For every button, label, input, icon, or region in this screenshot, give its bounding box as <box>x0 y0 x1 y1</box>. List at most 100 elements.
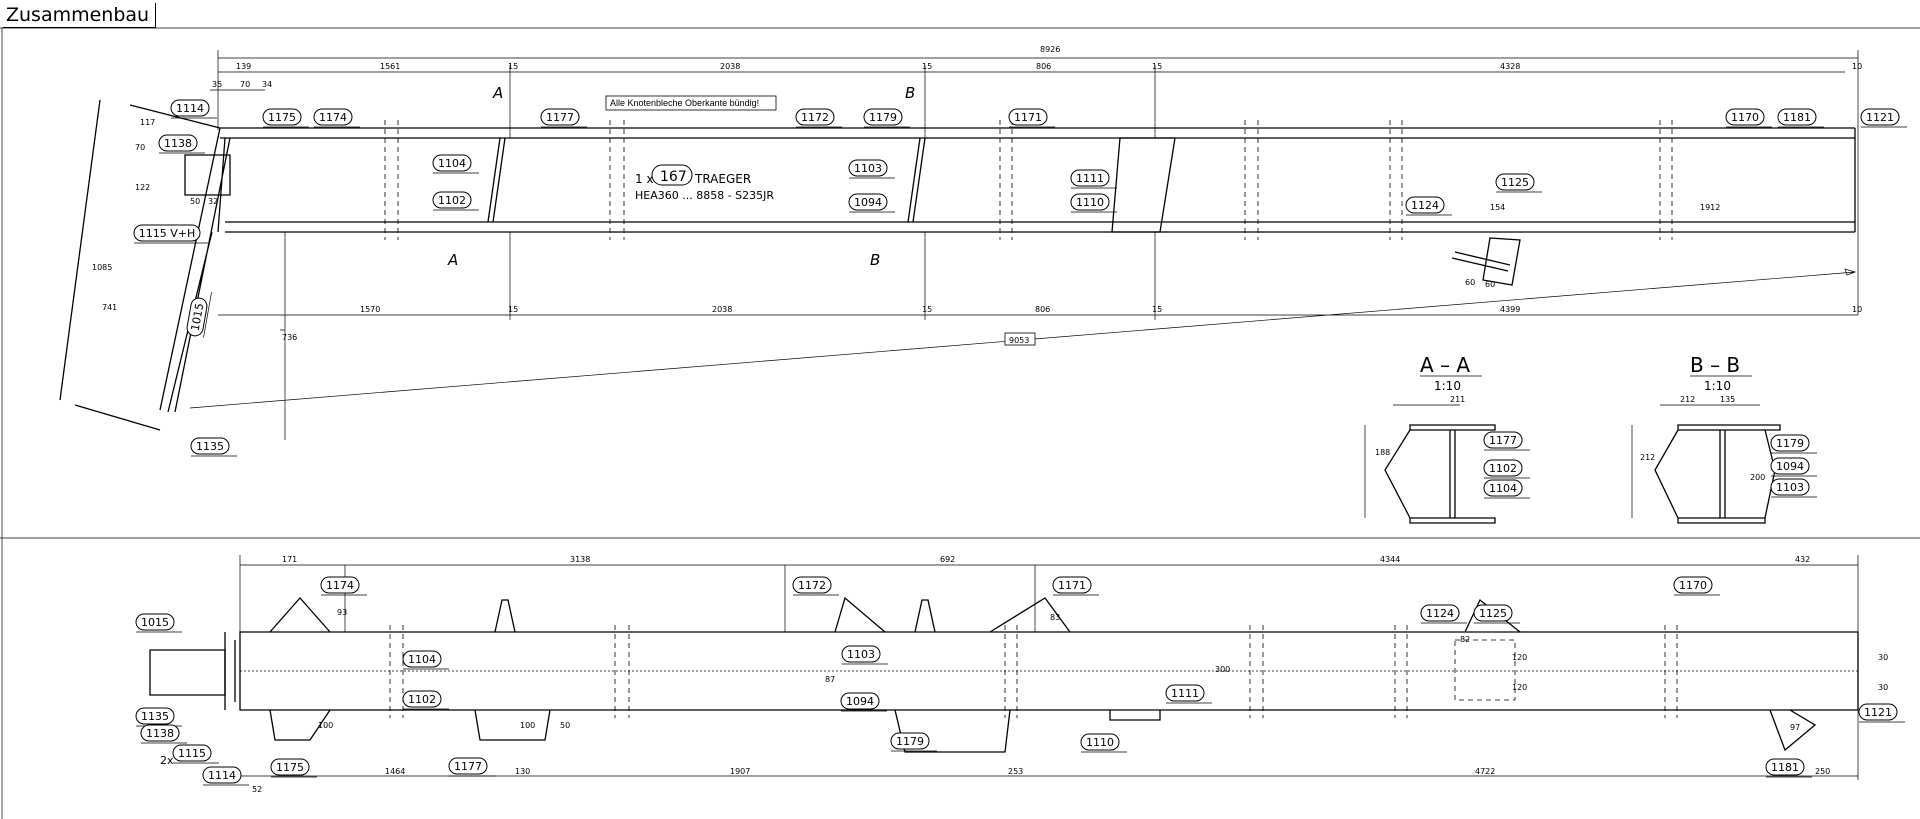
part-callout[interactable]: 1110 <box>1080 733 1127 753</box>
section-mark: A <box>492 84 503 102</box>
part-callout[interactable]: 1172 <box>792 576 839 596</box>
dimension-label: 93 <box>337 608 347 617</box>
part-number: 1181 <box>1783 111 1811 124</box>
part-callout[interactable]: 1094 <box>1770 457 1817 477</box>
part-callout[interactable]: 1181 <box>1765 758 1812 778</box>
dimension-label: 8926 <box>1040 45 1060 54</box>
dimension-label: 1912 <box>1700 203 1720 212</box>
part-callout[interactable]: 1179 <box>1770 434 1817 454</box>
part-number: 1104 <box>438 157 466 170</box>
part-callout[interactable]: 1138 <box>158 134 205 154</box>
part-callout[interactable]: 1114 <box>170 99 217 119</box>
part-callout[interactable]: 1114 <box>202 766 249 786</box>
dimension-label: 9053 <box>1009 336 1029 345</box>
part-callout[interactable]: 1124 <box>1405 196 1452 216</box>
part-callout[interactable]: 1103 <box>841 645 888 665</box>
dimension-label: 300 <box>1215 665 1230 674</box>
part-callout[interactable]: 1115 <box>172 744 219 764</box>
part-number: 1124 <box>1411 199 1439 212</box>
part-callout[interactable]: 1094 <box>848 193 895 213</box>
part-callout[interactable]: 1015 <box>135 613 182 633</box>
part-callout[interactable]: 1125 <box>1473 604 1520 624</box>
part-callout[interactable]: 1110 <box>1070 193 1117 213</box>
dimension-box <box>1004 332 1036 346</box>
part-number: 1170 <box>1679 579 1707 592</box>
dimension-label: 154 <box>1490 203 1505 212</box>
part-number: 1177 <box>546 111 574 124</box>
part-callout[interactable]: 1177 <box>540 108 587 128</box>
part-callout[interactable]: 1171 <box>1008 108 1055 128</box>
part-callout[interactable]: 1179 <box>863 108 910 128</box>
dimension-label: 30 <box>1878 653 1888 662</box>
dimension-label: 2038 <box>712 305 732 314</box>
section-a-title: A – A <box>1420 353 1470 377</box>
part-number: 1102 <box>438 194 466 207</box>
part-callout[interactable]: 1102 <box>1483 459 1530 479</box>
part-callout[interactable]: 1104 <box>432 154 479 174</box>
part-callout[interactable]: 1177 <box>1483 431 1530 451</box>
part-callout[interactable]: 1111 <box>1070 169 1117 189</box>
part-callout[interactable]: 1102 <box>402 690 449 710</box>
part-callout[interactable]: 1094 <box>840 692 887 712</box>
section-b-b <box>1631 404 1781 524</box>
dimension-label: 15 <box>1152 305 1162 314</box>
part-number: 1138 <box>164 137 192 150</box>
break-line <box>999 120 1013 240</box>
qty-prefix: 2x <box>160 754 174 767</box>
dimension-label: 736 <box>282 333 297 342</box>
part-callout[interactable]: 1175 <box>262 108 309 128</box>
part-callout[interactable]: 1104 <box>1483 479 1530 499</box>
part-number: 1170 <box>1731 111 1759 124</box>
dimension-label: 100 <box>520 721 535 730</box>
section-mark: A <box>447 251 458 269</box>
dimension-label: 120 <box>1512 683 1527 692</box>
part-callout[interactable]: 1124 <box>1420 604 1467 624</box>
dimension-label: 692 <box>940 555 955 564</box>
part-callout[interactable]: 1125 <box>1495 173 1542 193</box>
section-b-title: B – B <box>1690 353 1740 377</box>
dimension-label: 87 <box>825 675 835 684</box>
section-mark: B <box>905 84 915 102</box>
part-callout[interactable]: 1111 <box>1165 684 1212 704</box>
part-callout[interactable]: 1170 <box>1673 576 1720 596</box>
part-callout[interactable]: 1170 <box>1725 108 1772 128</box>
top-view-beam <box>59 99 1856 431</box>
part-callout[interactable]: 1104 <box>402 650 449 670</box>
part-callout[interactable]: 1135 <box>190 437 237 457</box>
break-line <box>609 120 625 240</box>
part-callout[interactable]: 1177 <box>448 757 495 777</box>
part-callout[interactable]: 1103 <box>848 159 895 179</box>
part-callout[interactable]: 1181 <box>1777 108 1824 128</box>
part-callout[interactable]: 1135 <box>135 707 182 727</box>
part-callout[interactable]: 1121 <box>1858 703 1905 723</box>
part-callout[interactable]: 1121 <box>1860 108 1907 128</box>
dimension-label: 171 <box>282 555 297 564</box>
part-callout[interactable]: 1179 <box>890 732 937 752</box>
dimension-label: 1570 <box>360 305 380 314</box>
part-number: 1094 <box>854 196 882 209</box>
part-number: 1175 <box>268 111 296 124</box>
part-callout[interactable]: 1172 <box>795 108 842 128</box>
part-number: 1115 <box>178 747 206 760</box>
part-callout[interactable]: 1115 V+H <box>133 224 208 244</box>
part-callout[interactable]: 1174 <box>313 108 360 128</box>
dimension-label: 188 <box>1375 448 1390 457</box>
dimension-label: 15 <box>922 305 932 314</box>
dimension-label: 60 <box>1465 278 1475 287</box>
part-number: 1103 <box>854 162 882 175</box>
part-number: 1121 <box>1864 706 1892 719</box>
part-callout[interactable]: 1102 <box>432 191 479 211</box>
part-number: 1177 <box>1489 434 1517 447</box>
part-callout[interactable]: 1175 <box>270 758 317 778</box>
part-callout[interactable]: 1015 <box>186 289 212 338</box>
part-callout[interactable]: 1174 <box>320 576 367 596</box>
part-number: 1135 <box>196 440 224 453</box>
dimension-label: 32 <box>208 197 218 206</box>
part-number: 1174 <box>326 579 354 592</box>
part-callout[interactable]: 1103 <box>1770 478 1817 498</box>
part-callout[interactable]: 1138 <box>140 724 187 744</box>
part-number: 1015 <box>141 616 169 629</box>
part-callout[interactable]: 1171 <box>1052 576 1099 596</box>
dimension-label: 1907 <box>730 767 750 776</box>
